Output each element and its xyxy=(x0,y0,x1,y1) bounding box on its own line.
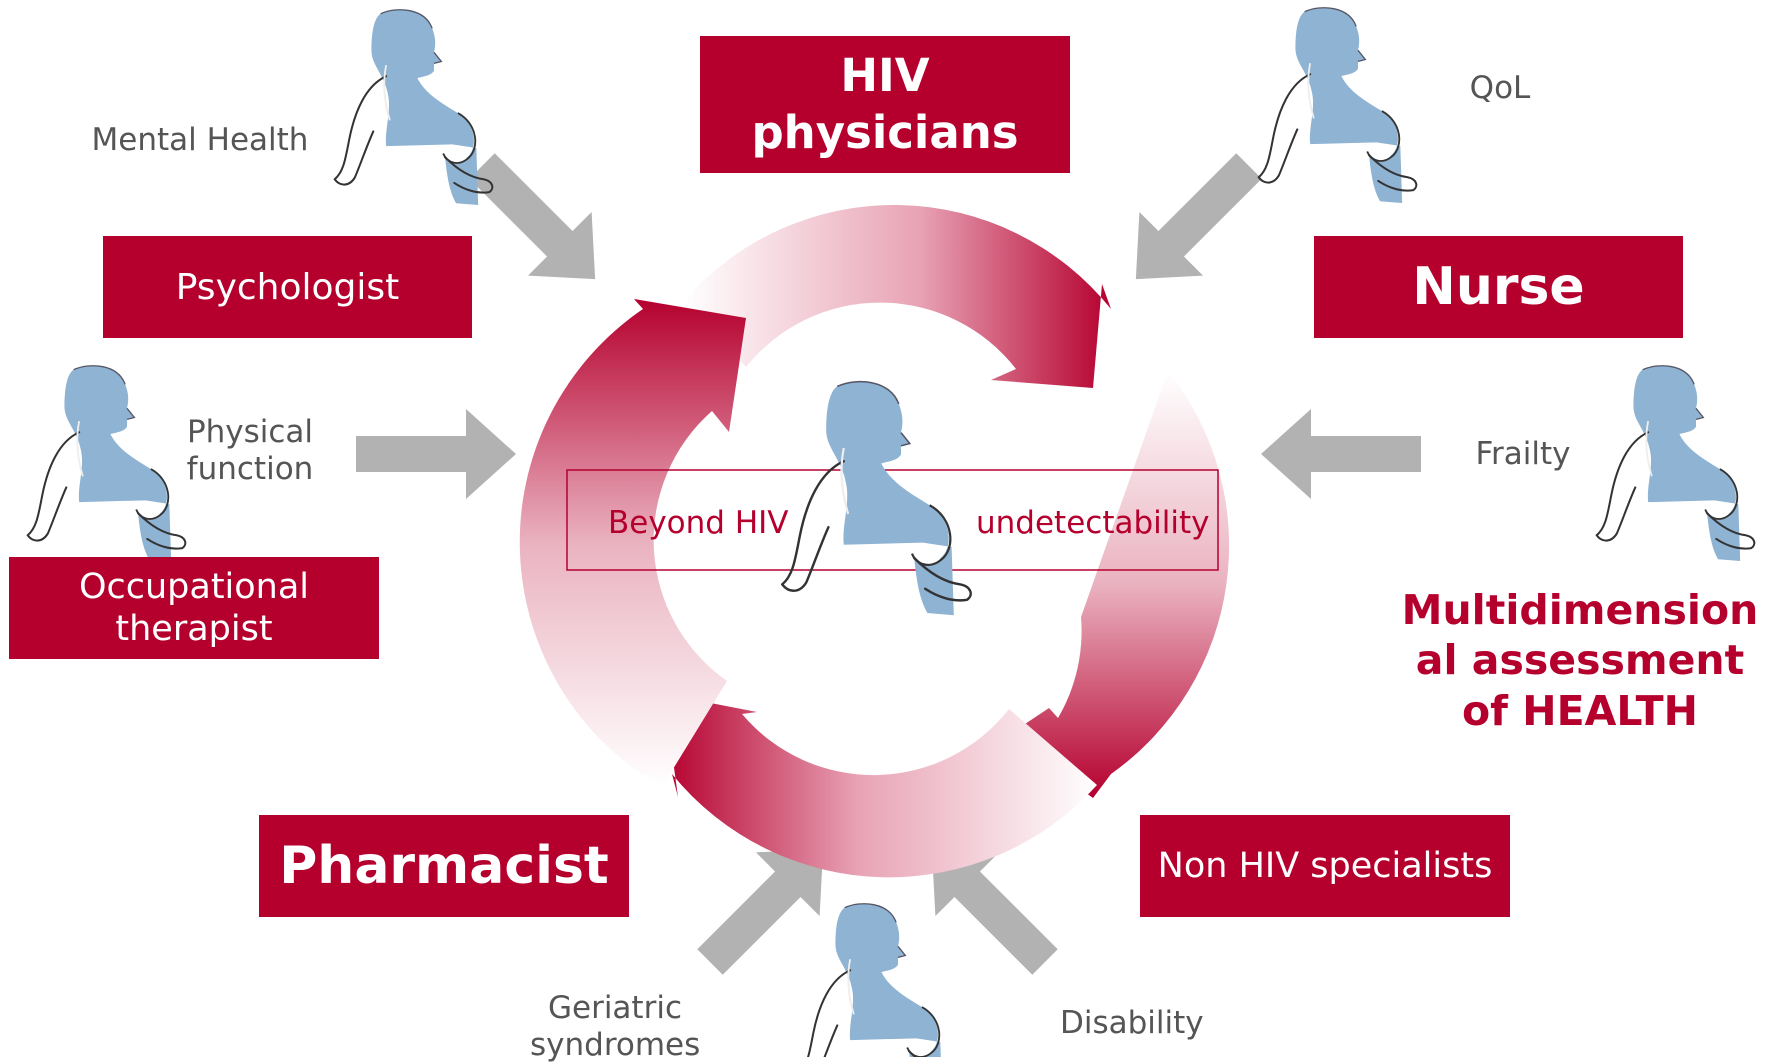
arrow-qol xyxy=(1135,153,1262,280)
cycle-arrow-left xyxy=(519,299,746,787)
cycle-arrow-top xyxy=(684,204,1111,388)
tagline: Multidimension al assessment of HEALTH xyxy=(1401,586,1759,735)
domain-mental-health: Mental Health xyxy=(91,122,309,158)
person-icon-physical-function xyxy=(26,364,187,563)
center-text-right: undetectability xyxy=(976,505,1210,541)
role-hiv-physicians: HIV physicians xyxy=(700,36,1070,173)
domain-frailty: Frailty xyxy=(1475,436,1571,472)
person-icon-center xyxy=(780,380,972,617)
role-occupational-therapist: Occupational therapist xyxy=(9,557,379,659)
person-icon-qol xyxy=(1257,6,1418,205)
person-icon-frailty xyxy=(1595,364,1756,563)
domain-geriatric-syndromes: Geriatric syndromes xyxy=(530,990,701,1064)
arrow-physical-function xyxy=(356,409,516,499)
role-non-hiv-specialists: Non HIV specialists xyxy=(1140,815,1510,917)
care-cycle xyxy=(519,204,1230,878)
role-psychologist: Psychologist xyxy=(103,236,472,338)
arrow-mental-health xyxy=(469,153,596,280)
person-icon-mental-health xyxy=(333,8,494,207)
cycle-arrow-right xyxy=(1007,371,1230,798)
domain-qol: QoL xyxy=(1469,70,1531,106)
domain-physical-function: Physical function xyxy=(186,414,314,488)
arrow-frailty xyxy=(1261,409,1421,499)
domain-arrows xyxy=(356,153,1421,975)
cycle-arrow-bottom xyxy=(664,694,1097,878)
role-pharmacist: Pharmacist xyxy=(259,815,629,917)
domain-disability: Disability xyxy=(1060,1005,1204,1041)
arrow-geriatric-syndromes xyxy=(697,848,824,975)
role-nurse: Nurse xyxy=(1314,236,1683,338)
arrow-disability xyxy=(931,848,1058,975)
person-icon-bottom xyxy=(797,902,958,1057)
center-frame xyxy=(566,469,1219,571)
center-text-left: Beyond HIV xyxy=(608,505,789,541)
